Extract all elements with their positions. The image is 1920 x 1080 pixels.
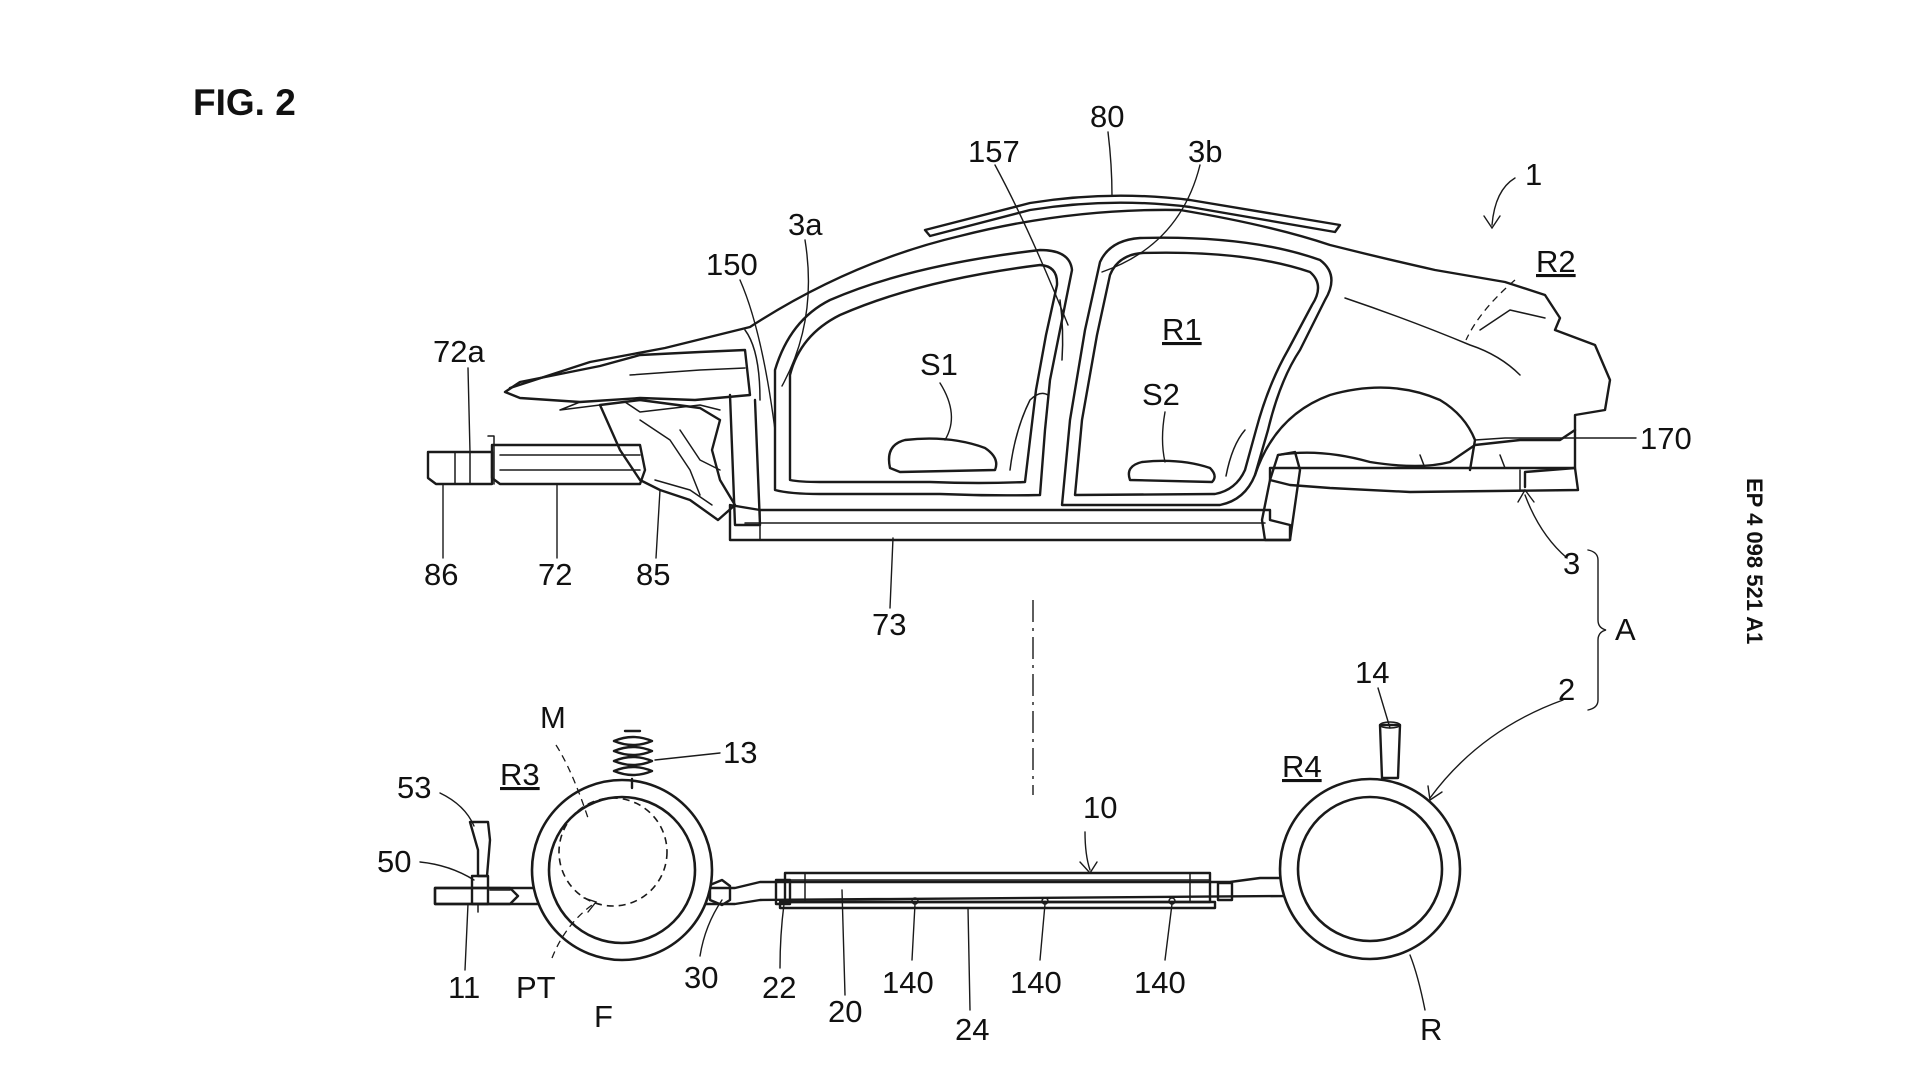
bottom-plate	[778, 900, 1217, 910]
reference-labels: 1 80 157 3b 3a 150 R2 R1 S1 S2 72a 170 8…	[377, 99, 1692, 1047]
label-14: 14	[1355, 655, 1389, 690]
leader-lines	[419, 131, 1637, 1011]
rear-member-lines	[1419, 454, 1521, 491]
label-86: 86	[424, 557, 458, 592]
label-M: M	[540, 700, 566, 735]
rear-quarter-line	[1344, 297, 1521, 376]
label-2: 2	[1558, 672, 1575, 707]
label-3b: 3b	[1188, 134, 1222, 169]
rear-wheelhouse	[1276, 428, 1577, 468]
label-PT: PT	[516, 970, 556, 1005]
dash-panel	[744, 329, 761, 401]
label-73: 73	[872, 607, 906, 642]
rear-shock	[1378, 723, 1402, 780]
bracket-53	[468, 820, 492, 878]
front-stay	[433, 886, 520, 906]
upper-body-drawing	[426, 194, 1612, 542]
label-24: 24	[955, 1012, 989, 1047]
front-seat-back	[1009, 392, 1049, 471]
battery-case-lines	[784, 872, 1211, 903]
label-50: 50	[377, 844, 411, 879]
crash-can	[426, 450, 494, 486]
rear-door-inner	[1073, 251, 1320, 497]
label-F: F	[594, 999, 613, 1034]
label-72a: 72a	[433, 334, 485, 369]
front-rim	[547, 795, 697, 945]
front-door-opening	[773, 248, 1074, 497]
hinge-pillar	[728, 393, 762, 527]
label-20: 20	[828, 994, 862, 1029]
label-R: R	[1420, 1012, 1442, 1047]
publication-number: EP 4 098 521 A1	[1742, 478, 1767, 644]
trunk-line	[1479, 309, 1546, 331]
label-13: 13	[723, 735, 757, 770]
label-1: 1	[1525, 157, 1542, 192]
label-140-1: 140	[882, 965, 934, 1000]
label-A: A	[1615, 612, 1636, 647]
front-bracket	[708, 878, 732, 907]
rear-quarter	[1253, 386, 1477, 477]
label-11: 11	[448, 970, 480, 1005]
label-140-2: 140	[1010, 965, 1062, 1000]
rear-block	[1260, 450, 1302, 542]
rear-seat	[1127, 459, 1216, 484]
suspension-tower	[598, 398, 737, 522]
rear-rim	[1296, 795, 1444, 943]
front-hood	[503, 348, 752, 404]
label-10: 10	[1083, 790, 1117, 825]
rear-side-member	[1268, 466, 1580, 494]
label-R4: R4	[1282, 749, 1322, 784]
front-door-inner	[788, 263, 1059, 485]
label-170: 170	[1640, 421, 1692, 456]
label-22: 22	[762, 970, 796, 1005]
label-140-3: 140	[1134, 965, 1186, 1000]
label-53: 53	[397, 770, 431, 805]
tower-detail	[639, 419, 721, 506]
label-85: 85	[636, 557, 670, 592]
front-side-member	[490, 443, 647, 486]
lower-chassis-drawing	[433, 721, 1462, 962]
label-3: 3	[1563, 546, 1580, 581]
label-30: 30	[684, 960, 718, 995]
motor-outline	[558, 797, 668, 907]
side-sill	[728, 503, 1292, 542]
body-outline	[508, 208, 1612, 489]
side-sill-lines	[744, 509, 1266, 541]
label-3a: 3a	[788, 207, 823, 242]
label-R3: R3	[500, 757, 540, 792]
label-157: 157	[968, 134, 1020, 169]
fender-line	[629, 367, 746, 376]
crash-can-flange	[487, 435, 495, 485]
label-S1: S1	[920, 347, 958, 382]
figure-title: FIG. 2	[193, 82, 296, 123]
side-member-lines	[499, 454, 641, 471]
front-mount	[774, 878, 792, 906]
rear-seat-back	[1225, 429, 1246, 477]
coil-spring	[612, 729, 654, 790]
bracket-lines	[477, 889, 511, 913]
label-150: 150	[706, 247, 758, 282]
label-72: 72	[538, 557, 572, 592]
label-80: 80	[1090, 99, 1124, 134]
rear-mount	[1216, 881, 1234, 902]
label-R1: R1	[1162, 312, 1202, 347]
label-R2: R2	[1536, 244, 1576, 279]
crash-can-lines	[454, 451, 471, 485]
front-seat	[887, 437, 998, 474]
label-S2: S2	[1142, 377, 1180, 412]
roof-panel	[923, 194, 1342, 238]
